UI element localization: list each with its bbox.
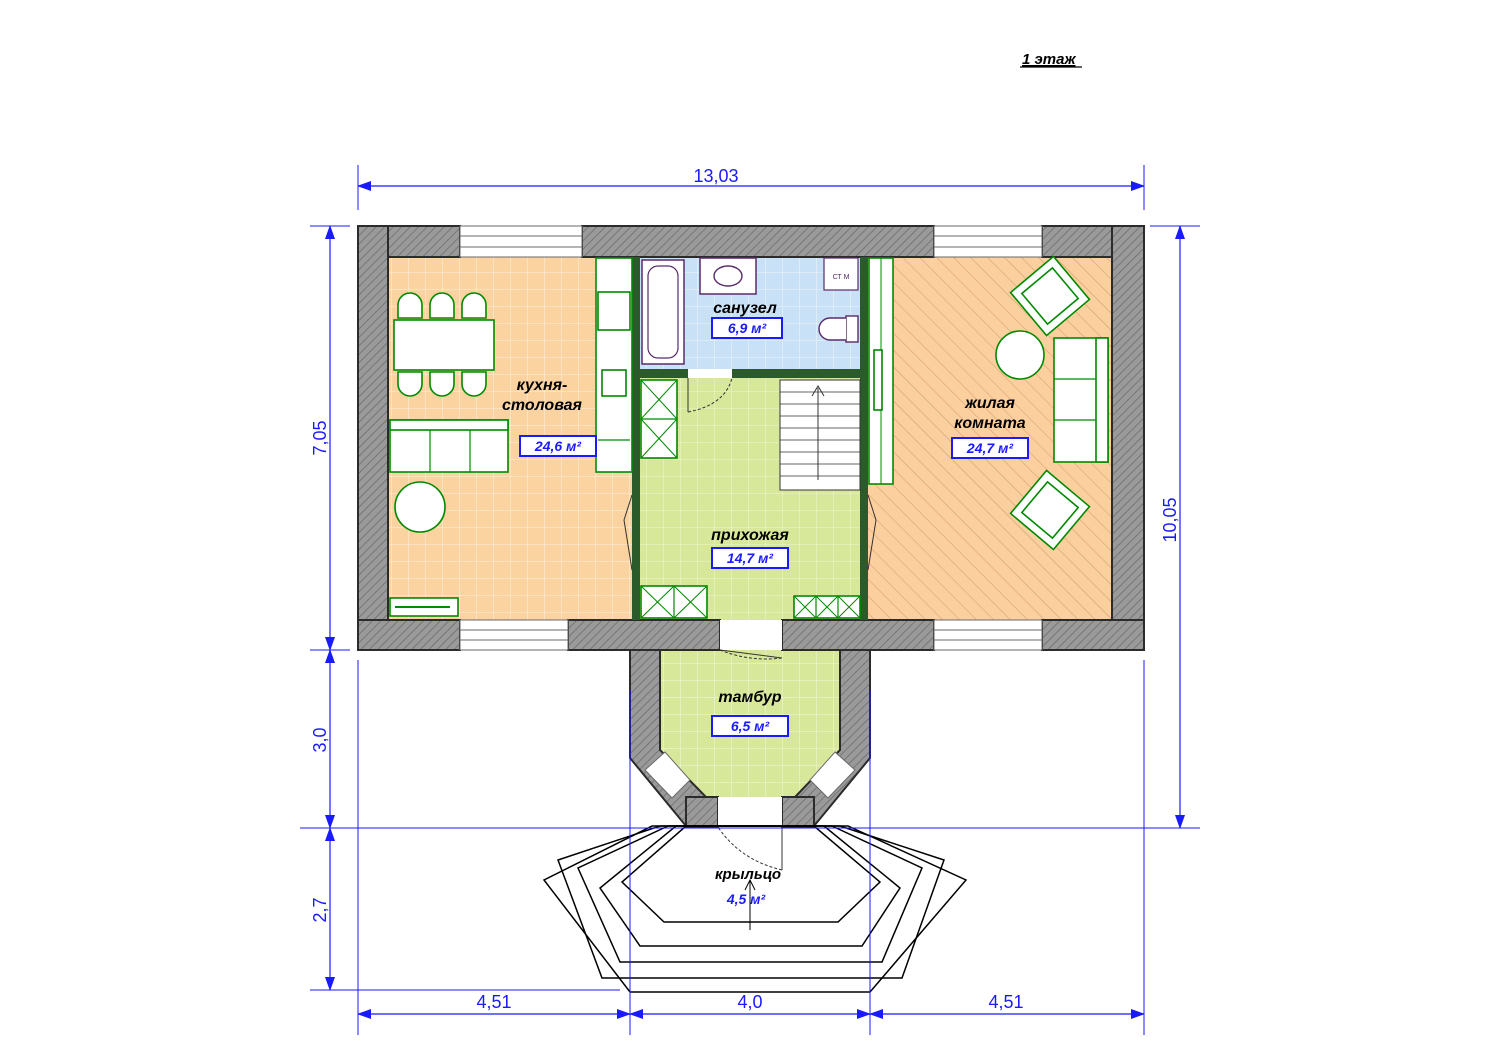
porch-steps (542, 825, 968, 993)
bathroom-area: 6,9 м² (728, 320, 767, 336)
living-area: 24,7 м² (966, 440, 1013, 456)
bathroom-label: санузел (713, 300, 777, 317)
window-vestibule-right (809, 751, 856, 799)
dim-porch-depth: 2,7 (310, 897, 330, 922)
hall-furniture (640, 379, 861, 619)
dim-right-span: 4,51 (988, 992, 1023, 1012)
hall-area: 14,7 м² (727, 550, 773, 566)
hall-label: прихожая (711, 527, 789, 544)
wardrobe-hall (640, 379, 678, 459)
shoe-cabinet-left (640, 585, 708, 619)
dim-total-depth: 10,05 (1160, 497, 1180, 542)
shoe-cabinet-right (793, 595, 861, 619)
chairs (397, 292, 487, 397)
room-labels: кухня- столовая 24,6 м² санузел 6,9 м² ж… (502, 300, 1029, 907)
armchair-bottom (1009, 469, 1091, 551)
dim-total-width: 13,03 (693, 166, 738, 186)
dining-table (393, 319, 495, 371)
walls (357, 225, 1145, 828)
kitchen-area: 24,6 м² (534, 438, 581, 454)
dim-main-depth: 7,05 (310, 420, 330, 455)
living-sofa (1053, 337, 1109, 463)
dimension-lines: 13,03 7,05 3,0 2,7 10,05 4,51 4,0 4,51 (300, 165, 1200, 1035)
windows (459, 225, 1043, 799)
window-kitchen-bottom (459, 619, 569, 651)
dim-vestibule-depth: 3,0 (310, 727, 330, 752)
washbasin (699, 257, 757, 295)
round-table-kitchen (394, 481, 446, 533)
bathroom-furniture: СТ М (641, 257, 859, 365)
living-label-2: комната (954, 415, 1026, 432)
window-kitchen-top (459, 225, 583, 258)
round-table-living (995, 330, 1045, 380)
vestibule-area: 6,5 м² (731, 718, 770, 734)
washing-machine (823, 257, 859, 291)
porch-area: 4,5 м² (726, 891, 766, 907)
wardrobe-living (868, 257, 894, 485)
dim-left-span: 4,51 (476, 992, 511, 1012)
floor-title: 1 этаж (1022, 51, 1076, 68)
living-label-1: жилая (964, 395, 1015, 412)
kitchen-sofa (389, 419, 509, 473)
window-living-top (933, 225, 1043, 258)
kitchen-label-2: столовая (502, 397, 583, 414)
living-furniture (868, 255, 1109, 551)
armchair-top (1009, 255, 1091, 337)
bathtub (641, 259, 685, 365)
kitchen-furniture (389, 257, 633, 617)
staircase (779, 379, 861, 491)
kitchen-counter (595, 257, 633, 473)
kitchen-label-1: кухня- (517, 377, 568, 394)
vestibule-label: тамбур (718, 689, 781, 706)
window-vestibule-left (644, 751, 691, 799)
doors (623, 377, 877, 871)
dim-center-span: 4,0 (737, 992, 762, 1012)
window-living-bottom (933, 619, 1043, 651)
porch-label: крыльцо (715, 866, 781, 883)
toilet (818, 315, 859, 343)
bathroom-note: СТ М (833, 274, 850, 281)
